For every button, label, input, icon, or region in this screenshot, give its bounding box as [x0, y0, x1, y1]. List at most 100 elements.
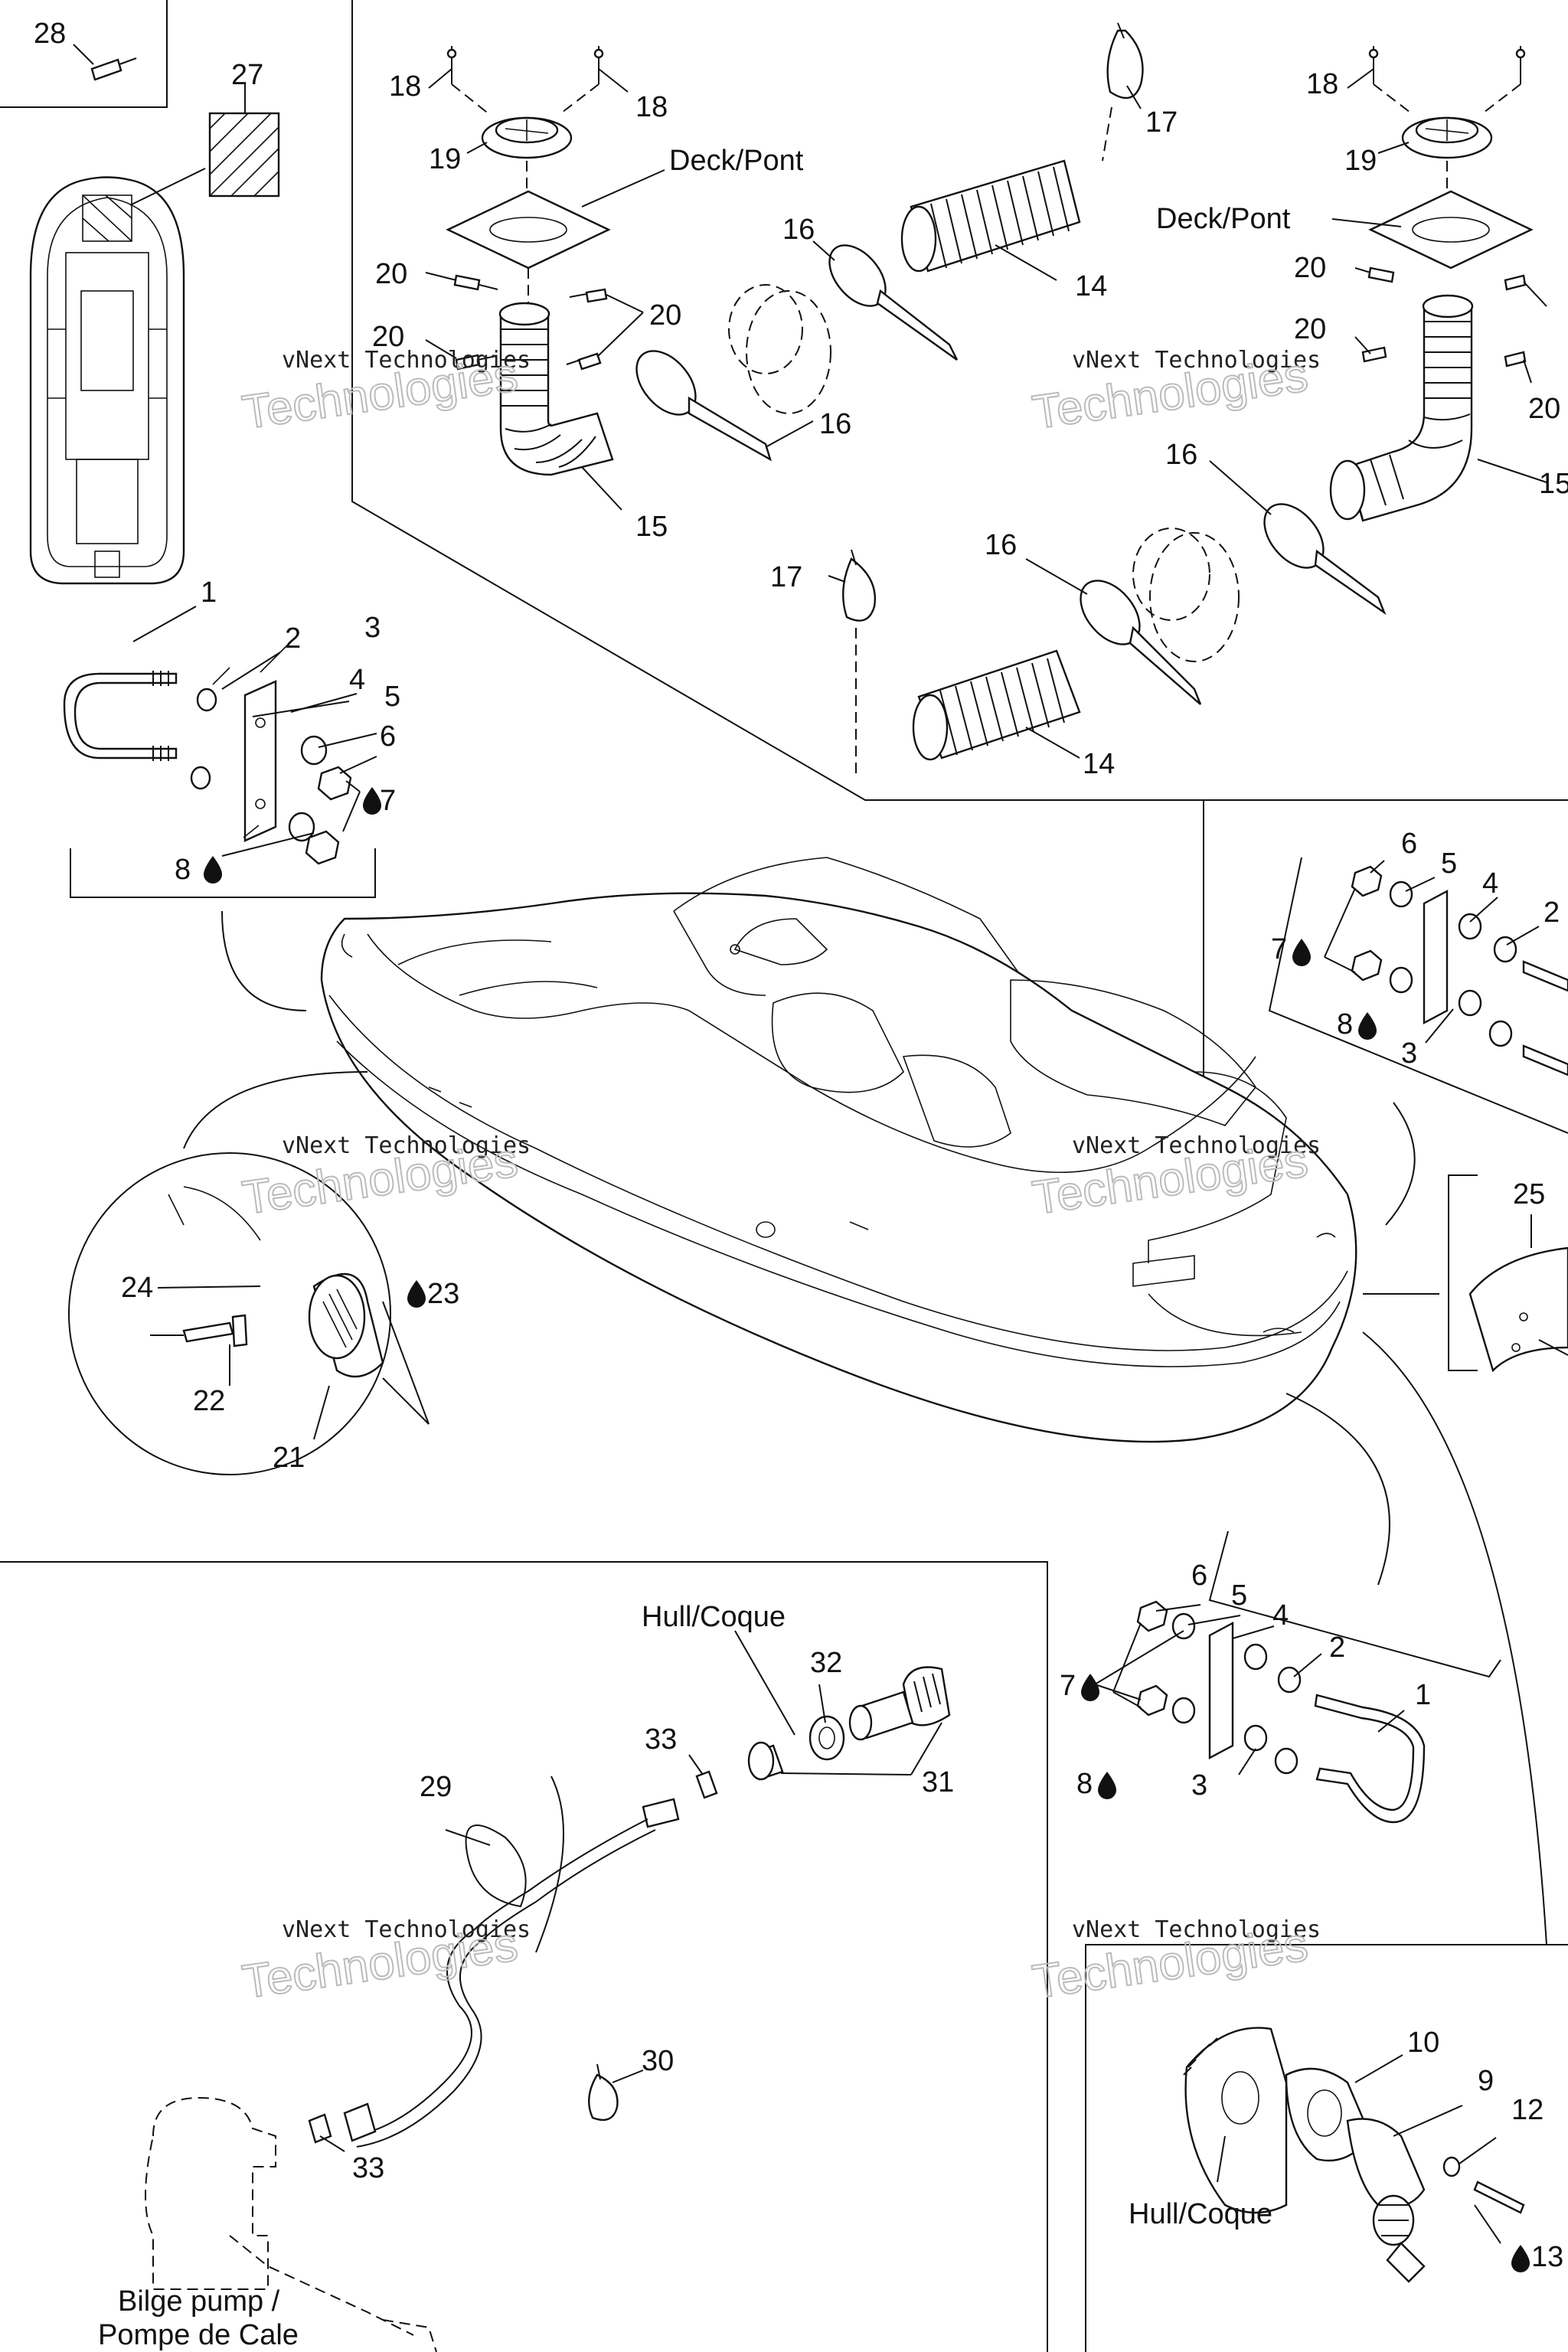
callout: 3 — [364, 612, 381, 644]
callout: 16 — [1165, 439, 1197, 471]
callout: 1 — [201, 577, 217, 609]
callout: 22 — [193, 1385, 225, 1417]
callout: 20 — [372, 321, 404, 353]
callout: 1 — [1415, 1679, 1431, 1711]
callout: 12 — [1511, 2094, 1544, 2126]
callout: 16 — [819, 408, 851, 440]
drop-icon — [1358, 1012, 1377, 1040]
drop-icon — [1292, 939, 1311, 966]
callout: 8 — [1337, 1008, 1353, 1040]
u-bolt-assembly-right-lower — [1112, 1600, 1426, 1824]
part-28-rivet — [73, 44, 137, 81]
callout: 19 — [1344, 145, 1377, 177]
callout: 28 — [34, 18, 66, 50]
bilge-pump — [145, 2096, 437, 2352]
callout: 8 — [175, 854, 191, 886]
bilge-hose-assembly — [308, 1666, 951, 2148]
callout: 5 — [1231, 1579, 1247, 1612]
u-bolt-assembly-left — [63, 641, 361, 865]
hull-label: Hull/Coque — [642, 1601, 786, 1633]
part-25-cover — [1468, 1214, 1568, 1373]
callout: 4 — [1482, 867, 1498, 900]
watermark-text: vNext Technologies — [282, 1132, 531, 1159]
callout: 3 — [1191, 1769, 1207, 1802]
callout: 29 — [420, 1771, 452, 1803]
part-27-label-patch — [208, 84, 280, 198]
callout: 31 — [922, 1766, 954, 1798]
callout: 20 — [1294, 313, 1326, 345]
callout: 18 — [389, 70, 421, 103]
drop-icon — [363, 787, 381, 815]
callout: 17 — [1145, 106, 1178, 139]
callout: 2 — [1329, 1632, 1345, 1664]
callout: 30 — [642, 2045, 674, 2077]
pointer-arrows — [183, 910, 1547, 1953]
sealant-drop-icons — [204, 787, 1530, 2272]
callout: 5 — [384, 681, 400, 713]
drain-plug-assembly — [1183, 2027, 1525, 2283]
hull-label: Hull/Coque — [1129, 2198, 1272, 2230]
callout: 18 — [635, 91, 668, 123]
callout: 16 — [985, 529, 1017, 561]
drop-icon — [407, 1280, 426, 1308]
leader-lines — [132, 68, 1547, 2244]
vent-assembly-right — [842, 46, 1534, 773]
callout: 17 — [770, 561, 802, 593]
callout: 33 — [645, 1723, 677, 1756]
callout: 2 — [1544, 897, 1560, 929]
callout: 15 — [1539, 468, 1568, 500]
callout: 20 — [375, 258, 407, 290]
callout: 23 — [427, 1278, 459, 1310]
text-labels: Deck/Pont Deck/Pont Hull/Coque Hull/Coqu… — [98, 145, 1291, 2351]
deck-label: Deck/Pont — [669, 145, 804, 177]
u-bolt-assembly-right-upper — [1324, 865, 1568, 1076]
deck-label: Deck/Pont — [1156, 203, 1291, 235]
callout: 7 — [1060, 1670, 1076, 1702]
watermark-text: vNext Technologies — [282, 347, 531, 374]
callout: 18 — [1306, 68, 1338, 100]
callout: 7 — [380, 785, 396, 817]
callout: 10 — [1407, 2027, 1439, 2059]
callout: 6 — [1191, 1560, 1207, 1592]
boat-main — [320, 857, 1357, 1443]
callout: 16 — [782, 214, 815, 246]
callout: 5 — [1441, 848, 1457, 880]
callout: 6 — [380, 720, 396, 753]
drop-icon — [204, 856, 222, 884]
watermark-text: vNext Technologies — [282, 1916, 531, 1943]
callout: 20 — [649, 299, 681, 332]
detail-circle — [68, 1152, 430, 1475]
callout: 8 — [1076, 1768, 1093, 1800]
watermark-text: vNext Technologies — [1072, 1132, 1321, 1159]
callout: 33 — [352, 2152, 384, 2184]
callout-numbers: 28 27 18 18 19 20 20 20 15 16 16 14 17 1… — [34, 18, 1568, 2273]
callout: 14 — [1083, 748, 1115, 780]
callout: 14 — [1075, 270, 1107, 302]
callout: 4 — [1272, 1599, 1289, 1632]
callout: 9 — [1478, 2065, 1494, 2097]
drop-icon — [1098, 1772, 1116, 1799]
callout: 32 — [810, 1647, 842, 1679]
boat-top-view — [29, 168, 206, 585]
callout: 13 — [1531, 2241, 1563, 2273]
vent-assembly-left — [446, 22, 1144, 476]
callout: 27 — [231, 59, 263, 91]
callout: 6 — [1401, 828, 1417, 860]
callout: 20 — [1294, 252, 1326, 284]
drop-icon — [1081, 1674, 1099, 1701]
callout: 25 — [1513, 1178, 1545, 1210]
callout: 20 — [1528, 393, 1560, 425]
callout: 4 — [349, 664, 365, 696]
callout: 15 — [635, 511, 668, 543]
watermark-text: vNext Technologies — [1072, 347, 1321, 374]
drop-icon — [1511, 2245, 1530, 2272]
callout: 2 — [285, 622, 301, 655]
callout: 3 — [1401, 1037, 1417, 1070]
bilge-pump-label: Pompe de Cale — [98, 2319, 299, 2351]
callout: 21 — [273, 1442, 305, 1474]
bilge-pump-label: Bilge pump / — [118, 2285, 280, 2318]
watermark-text: vNext Technologies — [1072, 1916, 1321, 1943]
callout: 24 — [121, 1272, 153, 1304]
